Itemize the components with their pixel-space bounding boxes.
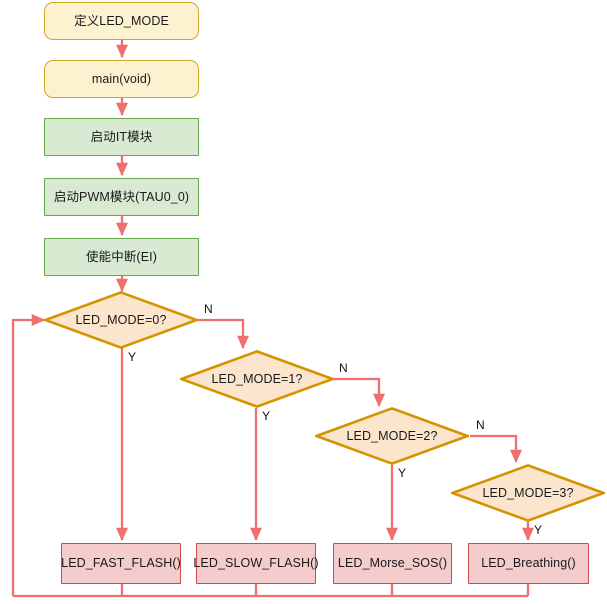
decision-led-mode-0: LED_MODE=0? xyxy=(44,291,198,349)
decision-label: LED_MODE=2? xyxy=(346,429,438,443)
branch-label-yes-0: Y xyxy=(128,350,137,364)
edge-decision2-no xyxy=(470,434,522,464)
diamond-shape xyxy=(315,407,469,465)
diamond-shape xyxy=(180,350,334,408)
node-label: 使能中断(EI) xyxy=(86,249,157,264)
action-label: LED_Breathing() xyxy=(481,556,576,570)
node-label: 定义LED_MODE xyxy=(74,13,169,28)
action-led-slow-flash: LED_SLOW_FLASH() xyxy=(193,543,319,584)
branch-label-yes-3: Y xyxy=(534,523,543,537)
decision-led-mode-1: LED_MODE=1? xyxy=(180,350,334,408)
action-label: LED_Morse_SOS() xyxy=(337,556,448,570)
branch-label-yes-2: Y xyxy=(398,466,407,480)
action-led-fast-flash: LED_FAST_FLASH() xyxy=(61,543,181,584)
diamond-shape xyxy=(451,464,605,522)
node-start-it-module: 启动IT模块 xyxy=(44,118,199,156)
decision-led-mode-2: LED_MODE=2? xyxy=(315,407,469,465)
node-enable-interrupt: 使能中断(EI) xyxy=(44,238,199,276)
branch-label-no-0: N xyxy=(204,302,213,316)
decision-label: LED_MODE=0? xyxy=(75,313,167,327)
node-main: main(void) xyxy=(44,60,199,98)
node-define-led-mode: 定义LED_MODE xyxy=(44,2,199,40)
node-label: main(void) xyxy=(91,71,152,86)
decision-led-mode-3: LED_MODE=3? xyxy=(451,464,605,522)
decision-label: LED_MODE=1? xyxy=(211,372,303,386)
edge-loop-back xyxy=(11,314,46,596)
edge-decision1-no xyxy=(333,377,385,408)
action-led-breathing: LED_Breathing() xyxy=(468,543,589,584)
branch-label-no-1: N xyxy=(339,361,348,375)
branch-label-yes-1: Y xyxy=(262,409,271,423)
branch-label-no-2: N xyxy=(476,418,485,432)
node-label: 启动PWM模块(TAU0_0) xyxy=(53,189,190,204)
node-label: 启动IT模块 xyxy=(90,129,153,144)
edge-decision0-no xyxy=(198,318,249,350)
decision-label: LED_MODE=3? xyxy=(482,486,574,500)
action-label: LED_FAST_FLASH() xyxy=(61,556,181,570)
node-start-pwm-module: 启动PWM模块(TAU0_0) xyxy=(44,178,199,216)
action-label: LED_SLOW_FLASH() xyxy=(193,556,319,570)
diamond-shape xyxy=(44,291,198,349)
action-led-morse-sos: LED_Morse_SOS() xyxy=(333,543,452,584)
